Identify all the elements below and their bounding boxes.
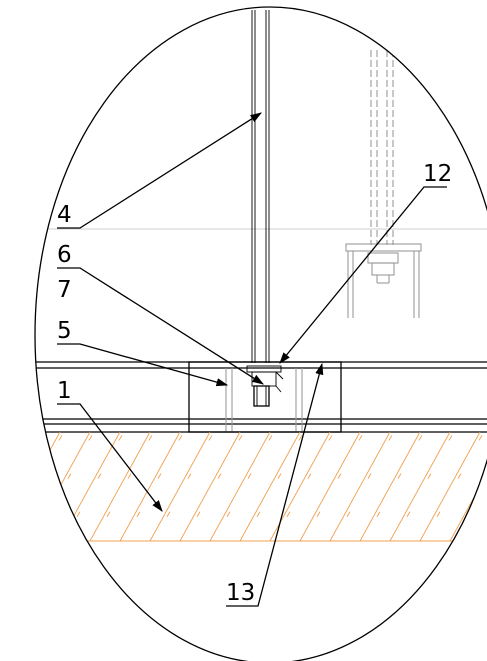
block-inner-lines [225,368,303,432]
leaders [57,112,447,607]
label-12: 12 [423,161,452,187]
detail-contents [35,10,487,542]
label-1: 1 [57,378,72,404]
label-6: 6 [57,242,72,268]
background-bracket [345,50,422,318]
detail-oval [34,6,487,661]
label-7: 7 [57,277,72,303]
vertical-profile [251,10,270,363]
label-13: 13 [226,580,255,606]
bolt-assembly [246,365,284,407]
hatched-foundation [35,431,487,542]
horizontal-rails [35,361,487,433]
label-5: 5 [57,318,72,344]
label-4: 4 [57,202,72,228]
support-block [188,361,342,433]
